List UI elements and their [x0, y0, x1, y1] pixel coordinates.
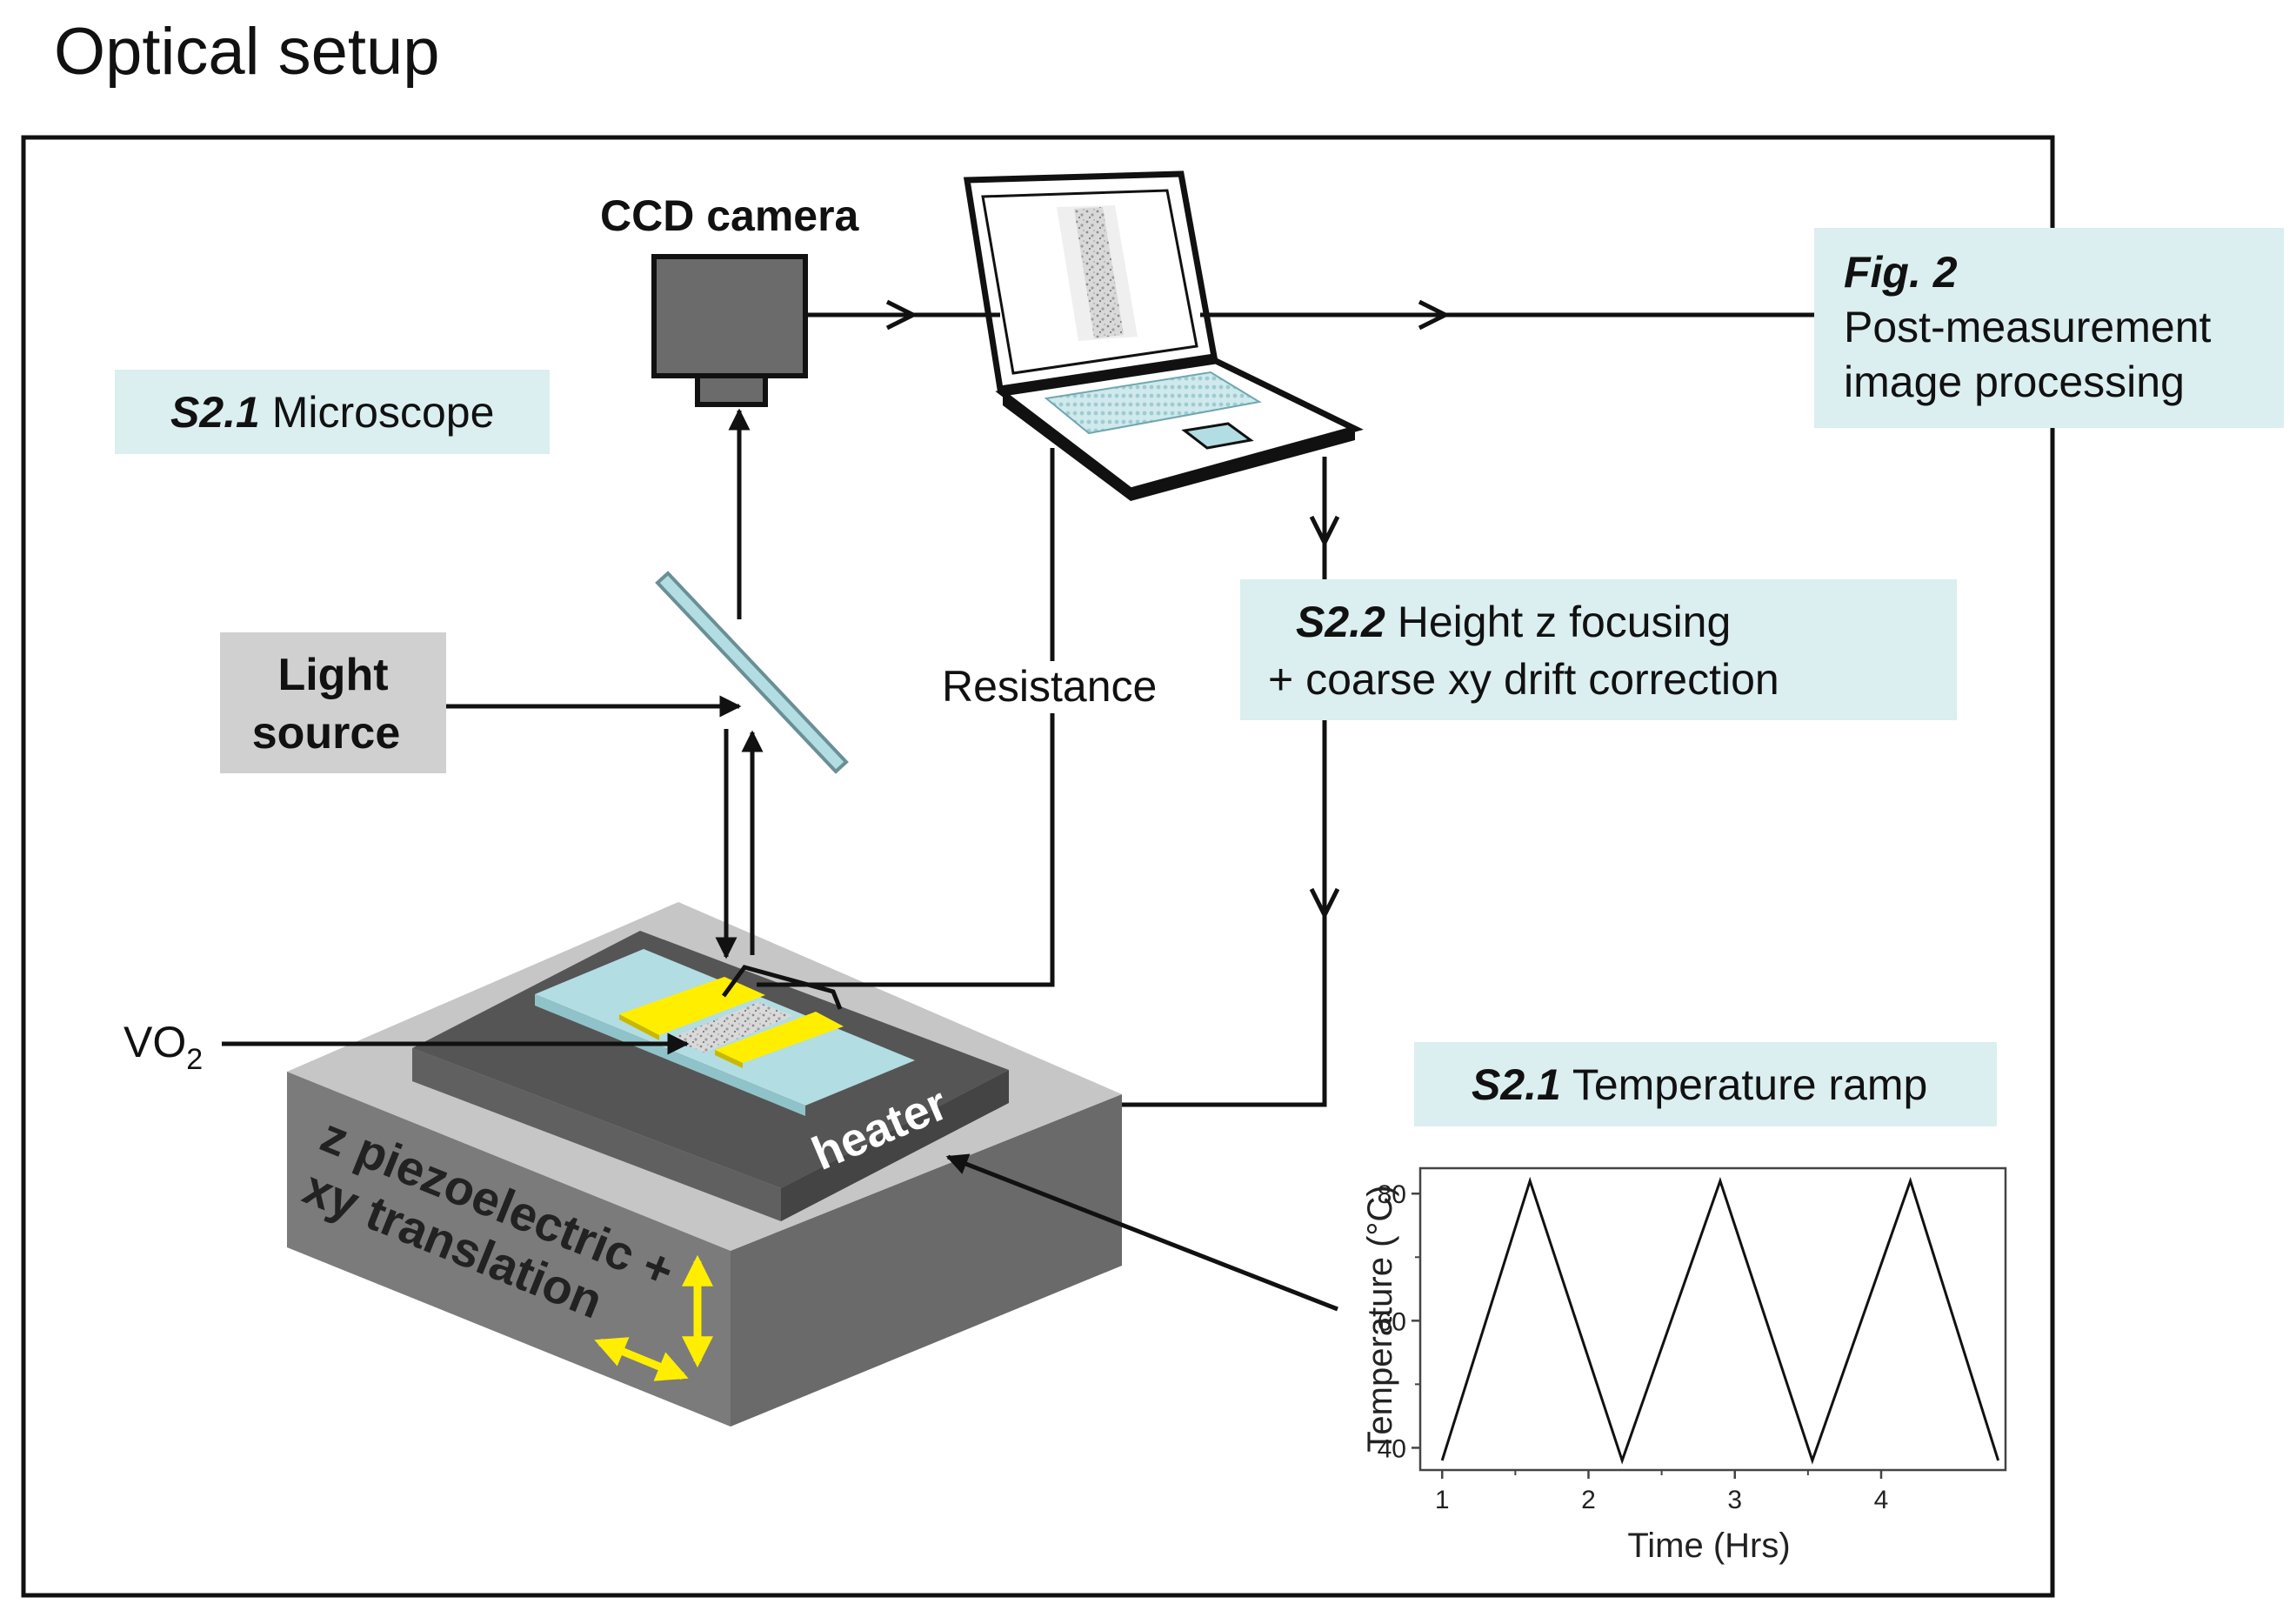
electrode-right: [715, 1012, 844, 1063]
focusing-to-stage-line: [1122, 720, 1327, 1107]
microscope-text: Microscope: [260, 388, 495, 437]
resistance-wire-lower: [757, 713, 1055, 987]
resistance-label: Resistance: [942, 662, 1157, 711]
light-source-box: [220, 632, 446, 773]
electrode-left-front: [619, 1014, 659, 1040]
heater-side-face: [781, 1070, 1009, 1221]
fig2-tag: Fig. 2: [1844, 248, 1958, 297]
x-tick-label: 3: [1727, 1486, 1742, 1514]
temperature-box-text: S2.1 Temperature ramp: [1472, 1060, 1927, 1109]
light-source-line1: Light: [277, 650, 388, 700]
contact-wire: [721, 965, 843, 1010]
electrode-right-front: [715, 1050, 743, 1068]
light-source-line2: source: [252, 708, 401, 759]
microscope-box-text: S2.1 Microscope: [170, 388, 494, 437]
page-title: Optical setup: [54, 15, 440, 89]
x-tick-label: 4: [1874, 1486, 1889, 1514]
laptop-base-edge: [1131, 429, 1355, 501]
vo2-main: VO: [123, 1018, 186, 1066]
laptop-base-front: [1003, 393, 1131, 501]
vo2-subscript: 2: [186, 1043, 203, 1076]
chart-x-label: Time (Hrs): [1627, 1527, 1790, 1565]
ccd-camera-body: [651, 254, 808, 378]
ccd-camera-lens: [695, 373, 768, 407]
ccd-camera-label: CCD camera: [600, 191, 860, 240]
laptop-screen-sample: [1074, 207, 1124, 338]
y-tick-label: 40: [1378, 1434, 1406, 1463]
y-tick-label: 60: [1378, 1307, 1406, 1336]
chart-y-label: Temperature (°C): [1361, 1185, 1399, 1452]
beam-splitter-mirror: [655, 571, 849, 774]
focusing-line2: + coarse xy drift correction: [1268, 655, 1779, 704]
y-tick-label: 80: [1378, 1180, 1406, 1209]
xy-motion-arrow-icon: [594, 1337, 689, 1381]
vo2-label: VO2: [123, 1018, 203, 1076]
focusing-line1: S2.2 Height z focusing: [1296, 598, 1731, 646]
fig2-line1: Post-measurement: [1844, 303, 2211, 351]
ramp-to-heater-arrow: [945, 1153, 1338, 1312]
temperature-text: Temperature ramp: [1561, 1060, 1927, 1109]
microscope-tag: S2.1: [170, 388, 260, 437]
temperature-box: [1414, 1042, 1997, 1126]
microscope-box: [115, 370, 550, 454]
chart-ticks: 1 2 3 4 40 60 80: [1378, 1180, 1889, 1514]
x-tick-label: 2: [1581, 1486, 1596, 1514]
focusing-text: Height z focusing: [1385, 598, 1731, 646]
substrate-front-face: [535, 994, 805, 1116]
vo2-film: [670, 1002, 793, 1053]
laptop-to-fig2-chevron: [1418, 299, 1451, 331]
fig2-line2: image processing: [1844, 358, 2185, 406]
laptop-keyboard: [1044, 371, 1262, 435]
focusing-box: [1240, 579, 1957, 720]
diagram-frame: [21, 135, 2055, 1598]
focusing-tag: S2.2: [1296, 598, 1385, 646]
laptop-to-focusing-chevron: [1309, 515, 1340, 548]
temperature-tag: S2.1: [1472, 1060, 1561, 1109]
laptop-computer-icon: [963, 170, 1364, 501]
stage-side-face: [731, 1094, 1122, 1427]
heater-front-face: [412, 1048, 781, 1221]
camera-to-laptop-chevron: [885, 299, 918, 331]
temperature-series-line: [1440, 1176, 2000, 1465]
x-tick-label: 1: [1435, 1486, 1450, 1514]
temperature-ramp-chart: 1 2 3 4 40 60 80 Time (Hrs) Temperature (°C): [1361, 1166, 2007, 1565]
chart-plot-frame: [1418, 1166, 2007, 1472]
focusing-to-stage-chevron: [1309, 887, 1340, 920]
fig2-box: [1814, 228, 2284, 428]
laptop-touchpad: [1181, 422, 1254, 450]
